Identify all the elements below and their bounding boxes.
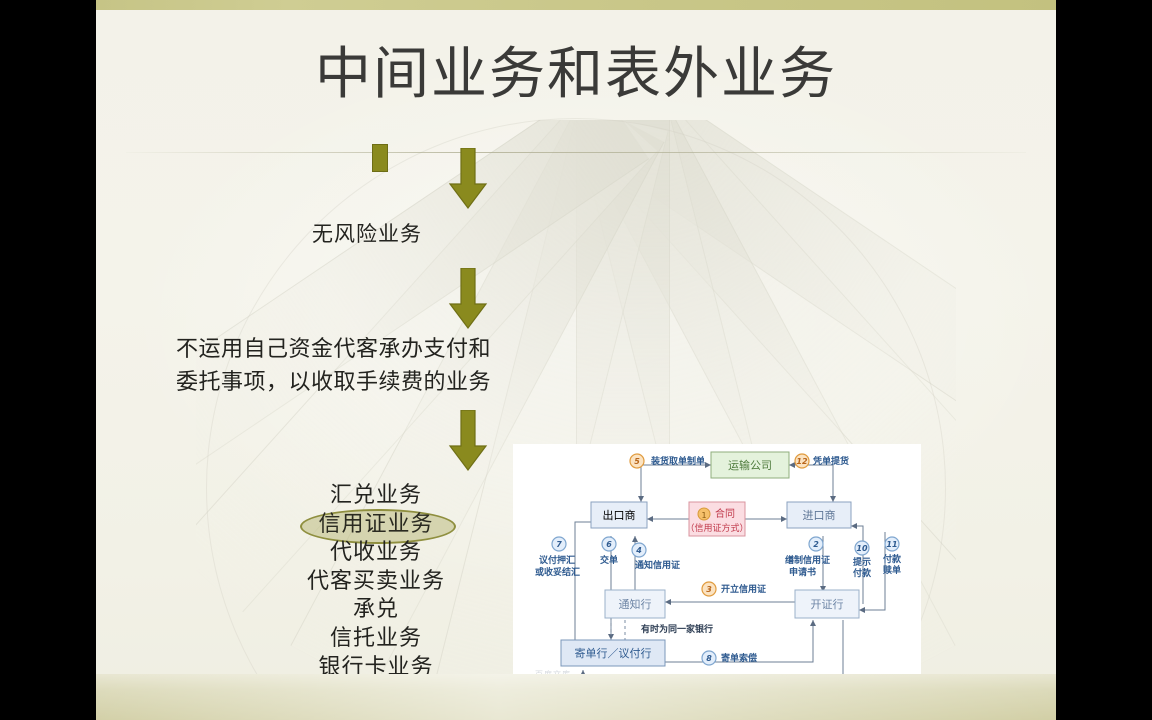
service-label: 信用证业务 xyxy=(318,511,434,537)
node-exporter: 出口商 xyxy=(603,508,636,522)
step-label-7a: 议付押汇 xyxy=(539,554,575,566)
step-label-8: 寄单索偿 xyxy=(721,652,757,664)
title-tick-marker xyxy=(372,144,388,172)
flow-diagram-svg: 运输公司 1 合同 （信用证方式） 出口商 进口商 通知行 开证行 寄单行／议付… xyxy=(535,451,902,694)
step-number-5: 5 xyxy=(634,457,640,466)
service-label: 代收业务 xyxy=(329,540,422,566)
step-number-8: 8 xyxy=(706,654,712,663)
service-item-0: 汇兑业务 xyxy=(226,482,526,511)
step-label-10a: 提示 xyxy=(853,556,871,568)
note-same-bank: 有时为同一家银行 xyxy=(641,623,713,635)
step-number-3: 3 xyxy=(706,585,712,594)
down-arrow-3 xyxy=(448,410,488,472)
step-label-7b: 或收妥结汇 xyxy=(535,566,580,578)
service-item-4: 承兑 xyxy=(226,596,526,625)
service-list: 汇兑业务 信用证业务 代收业务 代客买卖业务 承兑 信托业务 银行卡业务 xyxy=(226,482,526,682)
step-label-6: 交单 xyxy=(600,554,618,566)
service-item-5: 信托业务 xyxy=(226,625,526,654)
step-number-6: 6 xyxy=(606,540,612,549)
service-item-2: 代收业务 xyxy=(226,539,526,568)
service-label: 汇兑业务 xyxy=(329,483,422,508)
service-label: 承兑 xyxy=(352,597,399,623)
letterbox-bar-right xyxy=(1056,0,1152,720)
node-issuing-bank: 开证行 xyxy=(811,598,844,611)
step-label-11a: 付款 xyxy=(883,553,902,565)
top-accent-band xyxy=(96,0,1056,10)
step-number-10: 10 xyxy=(856,544,868,553)
step-number-2: 2 xyxy=(813,540,819,549)
level2-text: 不运用自己资金代客承办支付和 委托事项，以收取手续费的业务 xyxy=(176,337,492,396)
node-negotiating-bank: 寄单行／议付行 xyxy=(575,646,652,660)
title-divider xyxy=(126,152,1026,153)
node-contract-line2: （信用证方式） xyxy=(685,522,748,534)
down-arrow-2 xyxy=(448,268,488,330)
step-label-2a: 缮制信用证 xyxy=(785,554,830,566)
step-label-11b: 赎单 xyxy=(883,564,901,576)
step-label-5: 装货取单制单 xyxy=(650,455,705,467)
service-label: 信托业务 xyxy=(329,625,422,651)
step-number-11: 11 xyxy=(886,540,897,549)
down-arrow-1 xyxy=(448,148,488,210)
letterbox-bar-left xyxy=(0,0,96,720)
step-number-1: 1 xyxy=(701,511,706,520)
node-contract-line1: 合同 xyxy=(715,507,735,520)
node-transport-company: 运输公司 xyxy=(728,458,772,472)
step-label-2b: 申请书 xyxy=(789,566,816,578)
slide-title: 中间业务和表外业务 xyxy=(315,42,837,107)
letter-of-credit-flow-diagram[interactable]: 运输公司 1 合同 （信用证方式） 出口商 进口商 通知行 开证行 寄单行／议付… xyxy=(513,444,921,696)
node-importer: 进口商 xyxy=(803,508,836,522)
step-number-7: 7 xyxy=(556,540,562,549)
service-label: 代客买卖业务 xyxy=(306,568,445,594)
level1-text: 无风险业务 xyxy=(312,222,422,246)
step-label-10b: 付款 xyxy=(853,567,872,579)
node-advising-bank: 通知行 xyxy=(619,597,652,611)
step-number-4: 4 xyxy=(635,546,642,555)
bottom-accent-band xyxy=(96,674,1056,720)
step-number-12: 12 xyxy=(796,457,808,466)
service-item-3: 代客买卖业务 xyxy=(226,568,526,597)
presentation-slide: 中间业务和表外业务 无风险业务 不运用自己资金代客承办支付和 委托事项，以收取手… xyxy=(96,0,1056,720)
service-item-1[interactable]: 信用证业务 xyxy=(226,508,526,544)
step-label-4: 通知信用证 xyxy=(635,559,680,571)
step-label-3: 开立信用证 xyxy=(721,583,766,595)
step-label-12: 凭单提货 xyxy=(812,455,849,467)
